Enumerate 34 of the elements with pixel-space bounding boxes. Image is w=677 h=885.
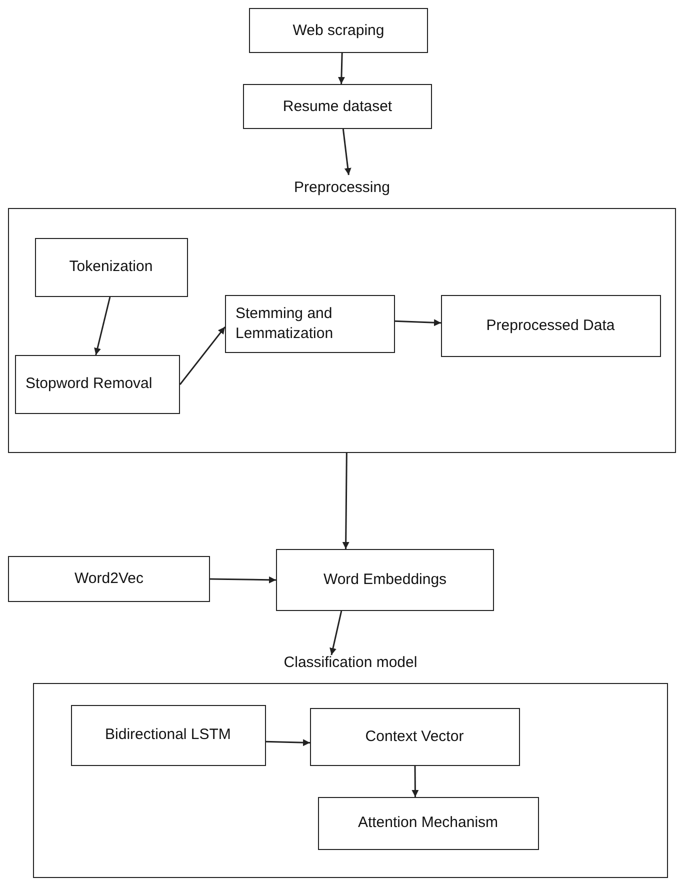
process-box [440,294,660,356]
process-box [70,704,266,766]
box-label: Word2Vec [74,569,144,589]
box-label: Preprocessed Data [486,316,615,336]
box-label: Bidirectional LSTM [105,725,231,745]
box-label: Tokenization [69,257,153,277]
arrow [266,739,310,746]
box-label: Attention Mechanism [358,813,498,833]
arrow [394,319,442,326]
process-box [243,84,432,129]
box-label: Web scraping [292,20,384,40]
process-box [224,294,394,352]
process-box [34,238,188,296]
arrow [330,610,342,656]
arrow [342,453,350,549]
box-label: Resume dataset [282,96,392,116]
process-box [249,8,428,53]
arrow [94,296,111,356]
process-box [318,796,538,850]
arrow [338,52,345,84]
box-label: Stemming and Lemmatization [236,304,334,343]
process-box [276,549,494,611]
arrow [412,766,419,797]
process-box [310,708,520,766]
process-box [14,354,180,414]
box-label: Word Embeddings [323,570,447,590]
arrow [179,326,226,385]
group-heading: Classification model [284,654,418,671]
box-label: Stopword Removal [26,374,152,394]
group-heading: Preprocessing [294,179,390,196]
process-box [8,556,210,602]
arrow [210,576,276,584]
arrow [342,128,352,176]
box-label: Context Vector [365,726,464,746]
